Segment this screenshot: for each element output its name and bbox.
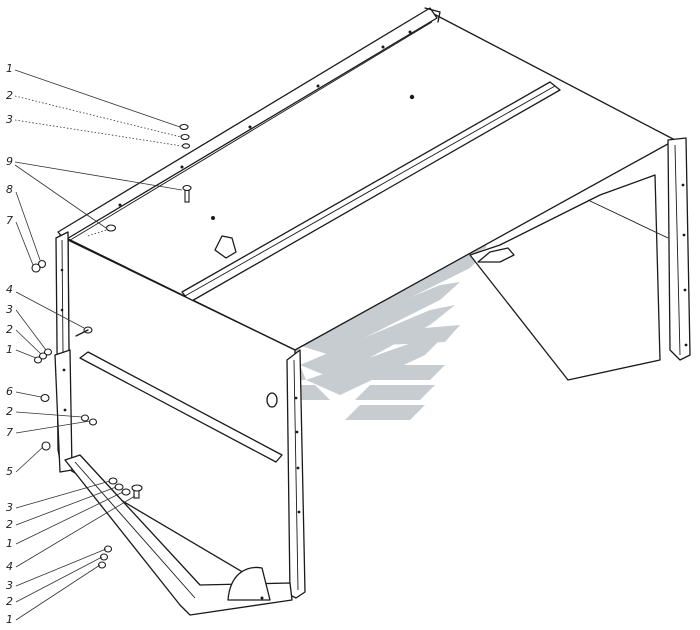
callout-label: 3 [6, 501, 13, 514]
callout-label: 3 [6, 579, 13, 592]
callout-label: 1 [6, 613, 13, 626]
lower-stay-bracket [64, 454, 293, 616]
callout-label: 2 [6, 405, 13, 418]
top-bolt [182, 184, 192, 203]
callout-label: 3 [6, 113, 13, 126]
callout-label: 7 [6, 214, 13, 227]
fender-rear-panel [469, 137, 691, 381]
callout-label: 5 [6, 465, 13, 478]
callout-label: 2 [6, 595, 13, 608]
callout-label: 2 [6, 89, 13, 102]
top-nut-stack [179, 123, 191, 149]
leader-lines [14, 69, 183, 621]
bolt-6 [40, 393, 50, 403]
callout-labels: 1 2 3 9 8 7 4 3 2 1 6 2 7 5 3 2 1 4 3 2 … [6, 62, 13, 626]
left-nut-8 [37, 259, 47, 269]
callout-label: 8 [6, 183, 13, 196]
callout-label: 3 [6, 303, 13, 316]
callout-label: 2 [6, 323, 13, 336]
callout-label: 1 [6, 537, 13, 550]
flange-bolt-9 [87, 224, 117, 237]
left-nut-7 [31, 263, 41, 273]
nut-stack-mid [33, 348, 53, 364]
callout-label: 4 [6, 283, 13, 296]
fender-top-panel [57, 7, 676, 351]
fender-side-panel [54, 231, 306, 601]
bottom-nut-stack-b [97, 545, 113, 569]
callout-label: 1 [6, 343, 13, 356]
nut-stack-lower [80, 414, 98, 426]
callout-label: 4 [6, 560, 13, 573]
callout-label: 9 [6, 155, 13, 168]
callout-label: 1 [6, 62, 13, 75]
callout-label: 7 [6, 426, 13, 439]
bolt-5 [41, 441, 51, 451]
fasteners [31, 123, 192, 569]
bolt-4-upper [75, 326, 93, 337]
callout-label: 6 [6, 385, 13, 398]
callout-label: 2 [6, 518, 13, 531]
bottom-nut-stack-a [108, 477, 143, 499]
